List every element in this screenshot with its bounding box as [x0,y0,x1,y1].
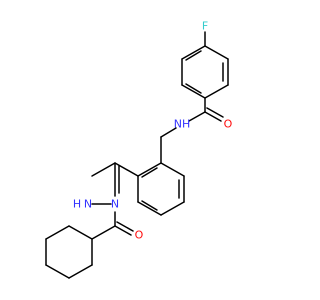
molecule-structure: F NH O N H N O [45,20,233,279]
aryl-imine-carbon-bond [114,162,139,177]
amide-co-bond-b [206,107,224,118]
carbonyl-cyclohexyl-bond [91,225,116,240]
amide-co-bond-a [204,111,222,122]
amide-nh-label: NH [174,118,191,131]
fluorine-label: F [202,20,208,33]
cyclohexyl-ring [45,225,93,279]
hydrazide-nitrogen-label: N [84,198,92,211]
imine-nitrogen-label: N [111,198,119,211]
amide-oxygen-label: O [224,118,233,131]
amide-cn-bond [188,111,206,122]
hydrazide-oxygen-label: O [135,229,144,242]
hydrazide-co-bond-a [114,225,132,236]
hydrazide-h-label: H [73,198,81,211]
fluorophenyl-ring [181,45,229,99]
n-aryl-bond [160,127,177,138]
hydrazide-co-bond-b [116,221,134,232]
methyl-bond [91,162,116,177]
central-phenyl-ring [137,136,185,216]
